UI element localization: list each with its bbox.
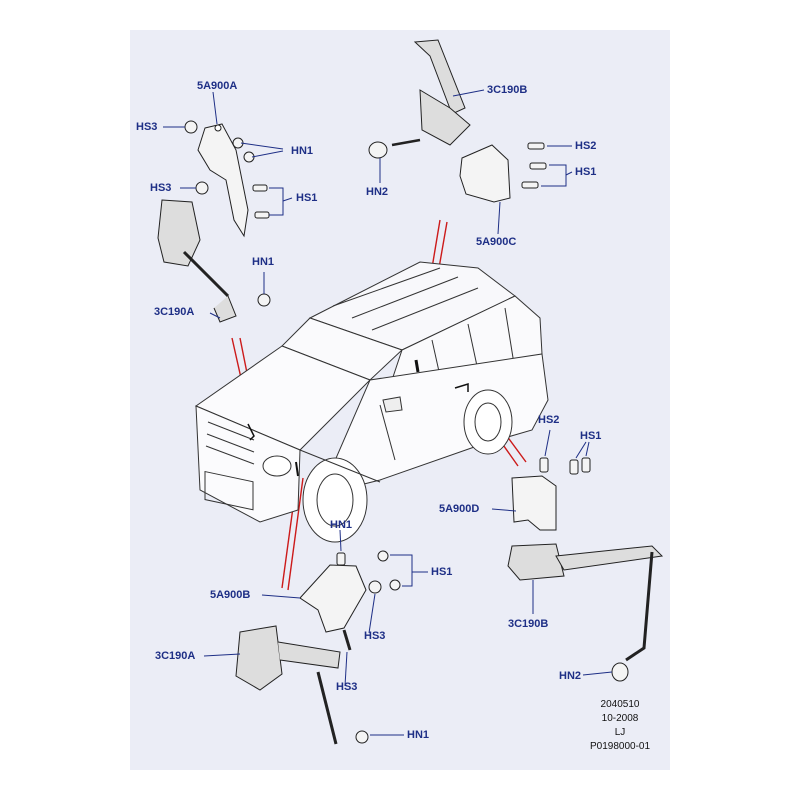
callout-5a900b: 5A900B	[210, 589, 251, 601]
callout-3c190a-lower: 3C190A	[155, 650, 196, 662]
callout-hs3-top: HS3	[136, 121, 158, 133]
callout-hs1-a: HS1	[296, 192, 318, 204]
hn1-nut-b-part	[336, 552, 346, 566]
sensor-3c190a-top	[157, 199, 201, 267]
callout-5a900d: 5A900D	[439, 503, 480, 515]
hs1-bolt-b2	[389, 579, 401, 591]
bracket-5a900a	[197, 123, 249, 238]
hn2-nut-d	[611, 662, 629, 682]
vehicle-front-wheel	[302, 457, 368, 543]
callout-3c190a-top: 3C190A	[154, 306, 195, 318]
group-d-leaders	[491, 429, 613, 676]
hn2-nut-c	[368, 141, 388, 159]
callout-hn1-b: HN1	[330, 519, 353, 531]
callout-hn1-low-a: HN1	[252, 256, 275, 268]
callout-hs3-mid: HS3	[150, 182, 172, 194]
group-b-parts	[235, 550, 401, 745]
hs1-bolt-d2	[581, 457, 591, 473]
hs2-bolt-d	[539, 457, 549, 473]
hs3-part-b2	[342, 629, 352, 651]
hs1-bolt-b1	[377, 550, 389, 562]
group-c-parts	[368, 39, 547, 203]
vehicle-drawing	[194, 261, 549, 543]
hs1-bolt-d1	[569, 459, 579, 475]
sensor-3c190b-lower	[507, 543, 565, 581]
reference-author: LJ	[614, 727, 626, 738]
reference-block: 2040510 10-2008 LJ P0198000-01	[580, 698, 660, 754]
callout-5a900c: 5A900C	[476, 236, 517, 248]
hs2-bolt-c	[527, 142, 545, 150]
callout-hs1-d: HS1	[580, 430, 602, 442]
group-b-leaders	[203, 529, 428, 736]
group-c-leaders	[379, 89, 573, 235]
group-a-leaders	[163, 91, 293, 319]
hs1-bolt-c2	[521, 181, 539, 189]
callout-hs2-c: HS2	[575, 140, 597, 152]
reference-code: 2040510	[600, 699, 640, 710]
reference-drawing-number: P0198000-01	[589, 741, 651, 752]
callout-5a900a: 5A900A	[197, 80, 238, 92]
callout-3c190b-top: 3C190B	[487, 84, 528, 96]
bracket-5a900c	[459, 144, 511, 203]
callout-hn1-low-b: HN1	[407, 729, 430, 741]
callout-3c190b-lower: 3C190B	[508, 618, 549, 630]
reference-date: 10-2008	[601, 713, 639, 724]
hn1-nut-low-b	[355, 730, 369, 744]
callout-hs3-b2: HS3	[336, 681, 358, 693]
group-d-parts	[507, 457, 664, 682]
hs3-mid-part	[195, 181, 209, 195]
vehicle-rear-wheel	[463, 389, 513, 455]
callout-hs2-d: HS2	[538, 414, 560, 426]
hs1-bolt-c1	[529, 162, 547, 170]
callout-hs1-c: HS1	[575, 166, 597, 178]
hs1-bolt-a	[252, 184, 268, 192]
hs3-top-part	[184, 120, 198, 134]
hs1-bolt-b	[254, 211, 270, 219]
vehicle-front	[195, 405, 301, 523]
sensor-arm-3c190b	[413, 39, 466, 115]
group-a-parts	[157, 120, 271, 323]
callout-hs1-b: HS1	[431, 566, 453, 578]
callout-hs3-b1: HS3	[364, 630, 386, 642]
bracket-5a900d	[511, 475, 557, 531]
hs3-part-b1	[368, 580, 382, 594]
sensor-3c190a-lower	[235, 625, 283, 691]
callout-hn2-c: HN2	[366, 186, 389, 198]
callout-hn2-d: HN2	[559, 670, 582, 682]
callout-hn1-a: HN1	[291, 145, 314, 157]
hn1-nut-low-a	[257, 293, 271, 307]
bracket-5a900b	[299, 564, 367, 633]
